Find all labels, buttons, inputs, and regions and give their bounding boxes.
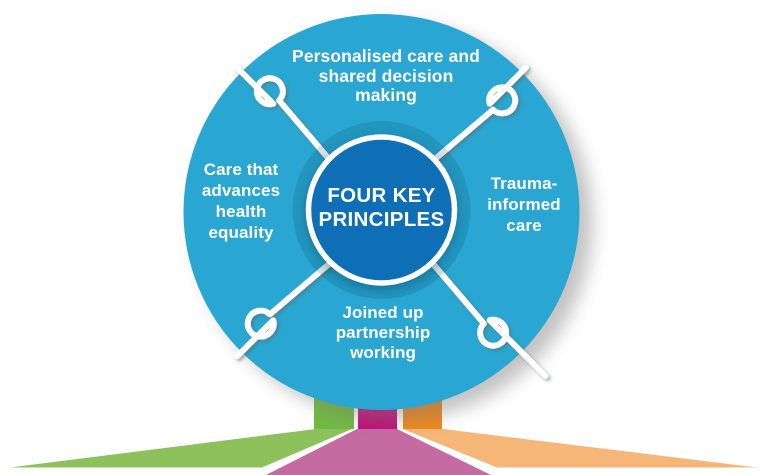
center-circle-label: FOUR KEY PRINCIPLES [318,184,445,231]
divider-north-west-icon [234,64,335,166]
road-green [10,429,352,468]
segment-label-personalised-care: Personalised care and shared decision ma… [292,46,480,105]
divider-south-west-icon [234,258,335,360]
road-pink [266,429,491,475]
segment-label-partnership-working: Joined up partnership working [335,303,431,362]
segment-label-health-equality: Care that advances health equality [201,160,281,242]
road-orange [403,429,757,468]
puzzle-dividers [234,64,549,380]
divider-north-east-icon [428,64,529,166]
center-circle [305,134,458,286]
segment-label-trauma-informed: Trauma- informed care [487,174,561,235]
divider-south-east-icon [428,258,549,380]
